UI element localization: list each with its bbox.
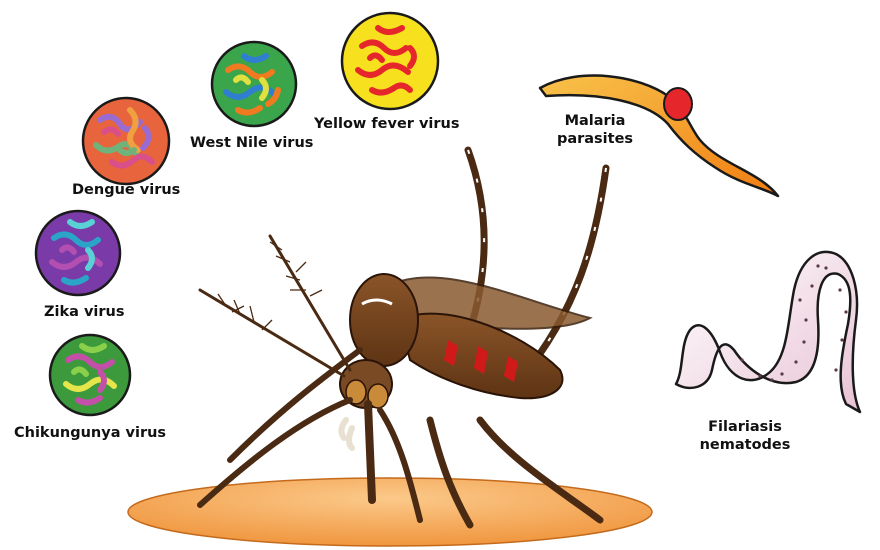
mosquito bbox=[200, 150, 606, 525]
label-dengue-virus: Dengue virus bbox=[72, 181, 180, 199]
label-filariasis-line2: nematodes bbox=[690, 436, 800, 454]
label-malaria-line1: Malaria bbox=[550, 112, 640, 130]
label-yellow-fever-virus: Yellow fever virus bbox=[314, 115, 460, 133]
filariasis-nematode bbox=[676, 252, 860, 412]
label-malaria-line2: parasites bbox=[550, 130, 640, 148]
virus-west-nile bbox=[212, 42, 296, 126]
virus-yellow-fever bbox=[342, 13, 438, 109]
label-filariasis-nematodes: Filariasis nematodes bbox=[690, 418, 800, 454]
label-chikungunya-virus: Chikungunya virus bbox=[14, 424, 166, 442]
label-zika-virus: Zika virus bbox=[44, 303, 125, 321]
virus-zika bbox=[36, 211, 120, 295]
label-filariasis-line1: Filariasis bbox=[690, 418, 800, 436]
label-malaria-parasites: Malaria parasites bbox=[550, 112, 640, 148]
virus-chikungunya bbox=[50, 335, 130, 415]
label-west-nile-virus: West Nile virus bbox=[190, 134, 313, 152]
skin-surface bbox=[128, 478, 652, 546]
virus-dengue bbox=[83, 98, 169, 184]
